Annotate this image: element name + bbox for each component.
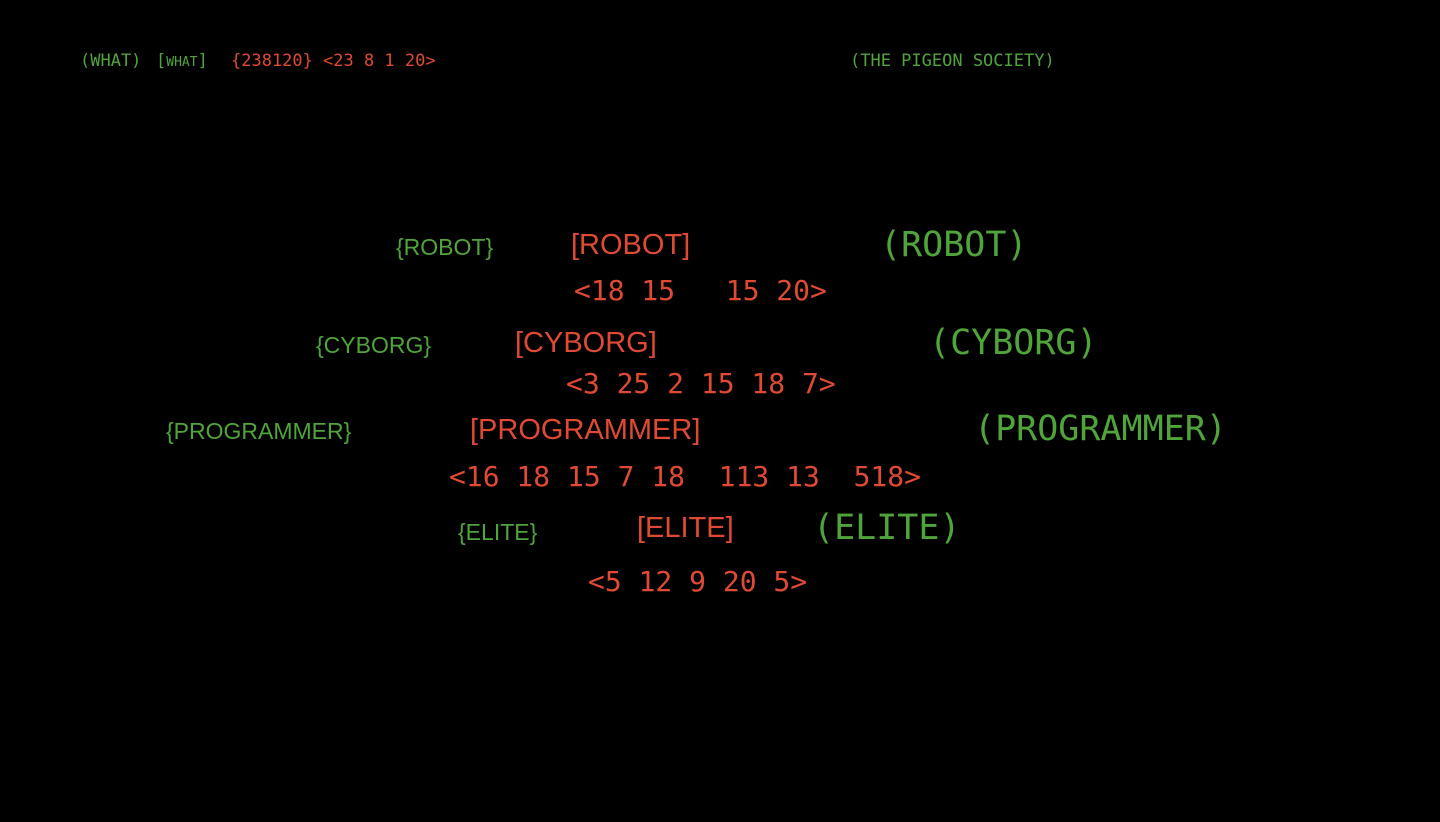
programmer-angle-text: <16 18 15 7 18 113 13 518> — [449, 460, 922, 493]
what-paren-text: (WHAT) — [80, 51, 142, 71]
cyborg-brace-text: {CYBORG} — [316, 332, 432, 358]
elite-angle-text: <5 12 9 20 5> — [588, 565, 808, 598]
what-angle-text: <23 8 1 20> — [323, 51, 436, 71]
elite-brace-text: {ELITE} — [458, 519, 538, 545]
programmer-bracket-text: [PROGRAMMER] — [470, 414, 701, 446]
cyborg-paren-text: (CYBORG) — [929, 323, 1098, 363]
robot-bracket-text: [ROBOT] — [571, 229, 691, 261]
elite-paren-text: (ELITE) — [813, 508, 961, 548]
what-brace-text: {238120} — [231, 51, 313, 71]
robot-brace-text: {ROBOT} — [396, 234, 494, 260]
what-bracket-open: [ — [156, 51, 167, 71]
cyborg-angle-text: <3 25 2 15 18 7> — [566, 367, 836, 400]
robot-angle-text: <18 15 15 20> — [574, 274, 827, 307]
programmer-paren-text: (PROGRAMMER) — [974, 409, 1227, 449]
programmer-brace-text: {PROGRAMMER} — [166, 418, 352, 444]
elite-bracket-text: [ELITE] — [637, 512, 734, 544]
robot-paren-text: (ROBOT) — [880, 225, 1028, 265]
pigeon-society-text: (THE PIGEON SOCIETY) — [850, 51, 1055, 71]
what-bracket-word: WHAT — [166, 55, 198, 70]
what-bracket-text: [WHAT] — [156, 53, 208, 70]
what-bracket-close: ] — [197, 51, 208, 71]
cyborg-bracket-text: [CYBORG] — [515, 327, 657, 359]
